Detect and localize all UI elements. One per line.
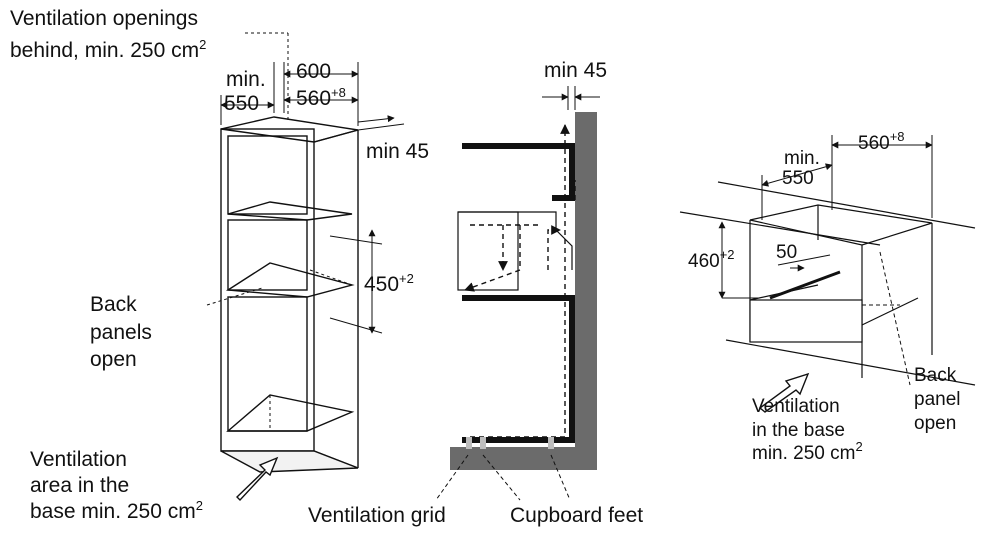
right-dim-460-label: 460+2 bbox=[688, 247, 735, 272]
back-panel-label-2: panel bbox=[914, 389, 961, 410]
vent-arrow-right bbox=[758, 372, 810, 413]
cupboard-foot bbox=[480, 437, 486, 449]
back-panels-label-3: open bbox=[90, 348, 137, 371]
vent-base-label: Ventilation bbox=[752, 396, 840, 417]
vent-openings-label-2: behind, min. 250 cm2 bbox=[10, 37, 207, 62]
vent-area-label-2: area in the bbox=[30, 474, 130, 497]
vent-arrow-left bbox=[236, 456, 279, 502]
vent-area-label: Ventilation bbox=[30, 448, 127, 471]
vent-base-label-2: in the base bbox=[752, 420, 845, 441]
drawer-niche bbox=[679, 181, 976, 386]
right-dim-560-label: 560+8 bbox=[858, 129, 905, 154]
vent-openings-label: Ventilation openings bbox=[10, 7, 198, 30]
cupboard-feet-label: Cupboard feet bbox=[510, 504, 644, 527]
tall-cabinet bbox=[220, 116, 359, 473]
right-dim-50-label: 50 bbox=[776, 242, 798, 263]
ventilation-grid-label: Ventilation grid bbox=[308, 504, 446, 527]
dim-min-label: min. bbox=[226, 68, 266, 91]
vent-area-label-3: base min. 250 cm2 bbox=[30, 498, 203, 523]
right-dim-550-label: 550 bbox=[782, 168, 814, 189]
dim-min45-label: min 45 bbox=[366, 140, 430, 163]
ventilation-grid bbox=[466, 437, 472, 449]
back-panel-label: Back bbox=[914, 365, 957, 386]
cupboard-foot bbox=[548, 437, 554, 449]
back-panels-label-2: panels bbox=[90, 321, 152, 344]
dim-450-label: 450+2 bbox=[364, 271, 414, 296]
back-panel-label-3: open bbox=[914, 413, 957, 434]
dim-600-label: 600 bbox=[296, 60, 332, 83]
right-dim-min-label: min. bbox=[784, 148, 820, 169]
dim-550-label: 550 bbox=[224, 92, 260, 115]
wall bbox=[450, 112, 597, 470]
dim-560-label: 560+8 bbox=[296, 85, 346, 110]
mid-min45-label: min 45 bbox=[544, 59, 608, 82]
vent-base-label-3: min. 250 cm2 bbox=[752, 439, 863, 464]
back-panels-label: Back bbox=[90, 293, 137, 316]
cross-section bbox=[450, 112, 597, 470]
